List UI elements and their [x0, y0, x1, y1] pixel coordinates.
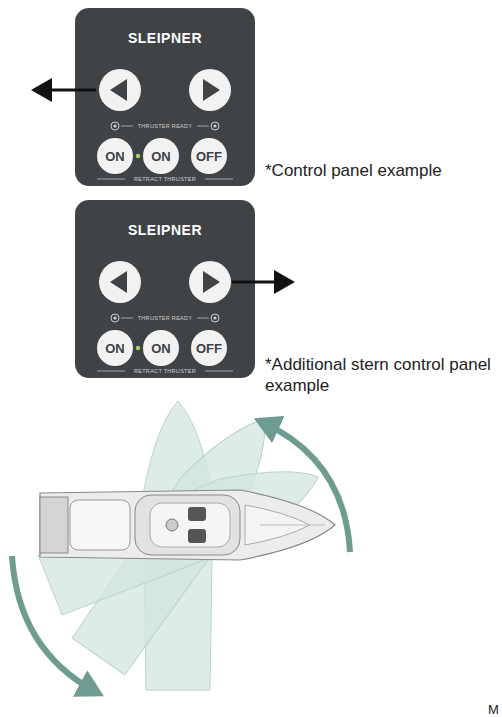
- button-label: ON: [105, 149, 125, 164]
- control-panel: [75, 8, 255, 186]
- direction-arrow: [232, 281, 292, 284]
- panel-caption: RETRACT THRUSTER: [75, 368, 255, 374]
- push-button: ON: [143, 138, 179, 174]
- brand-name: SLEIPNER: [75, 30, 255, 46]
- control-panel: [75, 200, 255, 378]
- push-button: OFF: [191, 138, 227, 174]
- panel-caption: THRUSTER READY: [75, 315, 255, 321]
- panel-caption: THRUSTER READY: [75, 123, 255, 129]
- figure-note: *Additional stern control panel example: [265, 354, 497, 397]
- rotation-arrow: [12, 556, 96, 692]
- push-button: ON: [143, 330, 179, 366]
- control-panel: SLEIPNER THRUSTER READY RETRACT THRUSTER ON…: [75, 8, 255, 186]
- button-label: OFF: [196, 149, 222, 164]
- panel-caption: RETRACT THRUSTER: [75, 176, 255, 182]
- direction-arrow: [34, 89, 96, 92]
- rotation-arrow: [262, 422, 350, 552]
- push-button: ON: [97, 330, 133, 366]
- button-label: ON: [151, 149, 171, 164]
- boat: [40, 490, 335, 560]
- button-label: ON: [151, 341, 171, 356]
- brand-name: SLEIPNER: [75, 222, 255, 238]
- push-button: ON: [97, 138, 133, 174]
- button-label: ON: [105, 341, 125, 356]
- figure-note: *Control panel example: [265, 160, 495, 181]
- page-fragment: M: [488, 702, 502, 717]
- button-label: OFF: [196, 341, 222, 356]
- control-panel: SLEIPNER THRUSTER READY RETRACT THRUSTER ON…: [75, 200, 255, 378]
- push-button: OFF: [191, 330, 227, 366]
